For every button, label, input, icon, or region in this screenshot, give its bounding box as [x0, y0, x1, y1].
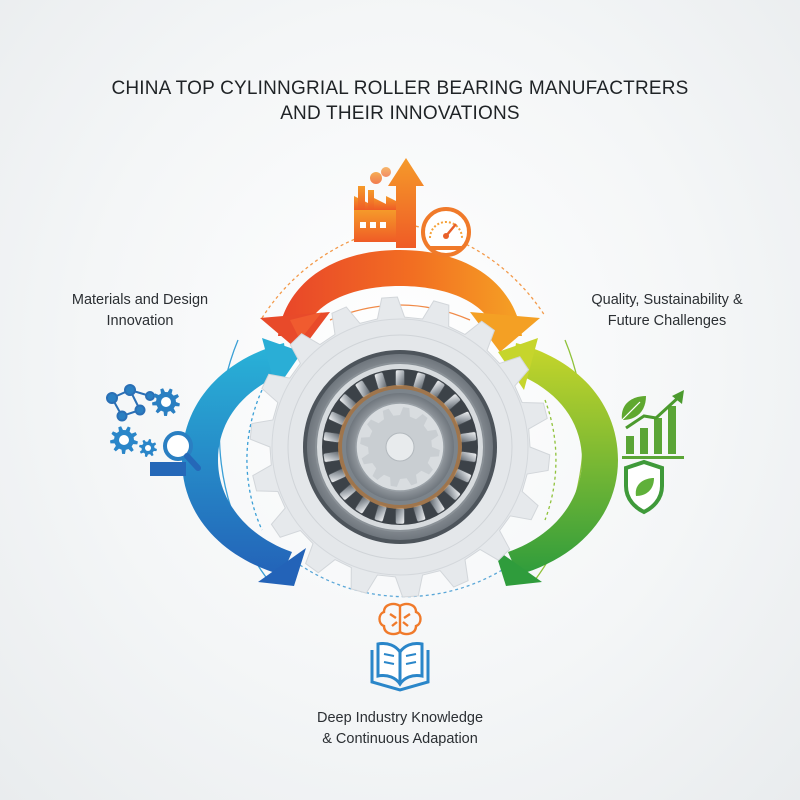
network-icon — [106, 384, 155, 422]
gear-icon — [139, 439, 157, 457]
gear-icon — [110, 426, 138, 454]
materials-label: Materials and Design Innovation — [30, 290, 250, 332]
leaf-icon — [621, 396, 646, 421]
bearing-icon — [303, 350, 497, 544]
bearing-roller — [459, 431, 477, 443]
title-line-1: CHINA TOP CYLINNGRIAL ROLLER BEARING MAN… — [111, 78, 689, 99]
bearing-roller — [323, 431, 341, 443]
knowledge-label: Deep Industry Knowledge & Continuous Ada… — [250, 708, 550, 750]
brain-icon — [378, 602, 422, 636]
book-icon — [370, 642, 430, 692]
gauge-icon — [421, 207, 471, 257]
gear-icon — [152, 388, 180, 416]
materials-label-line-2: Innovation — [106, 313, 174, 329]
shield-leaf-icon — [624, 459, 664, 515]
materials-label-line-1: Materials and Design — [71, 292, 209, 308]
arrow-up-icon — [388, 158, 424, 248]
knowledge-label-line-1: Deep Industry Knowledge — [316, 710, 484, 726]
quality-label-line-2: Future Challenges — [607, 313, 727, 329]
diagram-title: CHINA TOP CYLINNGRIAL ROLLER BEARING MAN… — [0, 76, 800, 126]
bar-chart-icon — [622, 390, 684, 459]
manufacturing-arrow — [260, 250, 540, 352]
bearing-roller — [395, 369, 405, 387]
title-line-2: AND THEIR INNOVATIONS — [280, 103, 520, 124]
knowledge-label-line-2: & Continuous Adapation — [322, 731, 478, 747]
bearing-roller — [459, 451, 477, 463]
bearing-roller — [323, 451, 341, 463]
quality-label-line-1: Quality, Sustainability & — [591, 292, 743, 308]
bearing-roller — [395, 507, 405, 525]
materials-arrow — [182, 338, 306, 586]
quality-label: Quality, Sustainability & Future Challen… — [552, 290, 782, 332]
magnifier-icon — [150, 431, 201, 476]
